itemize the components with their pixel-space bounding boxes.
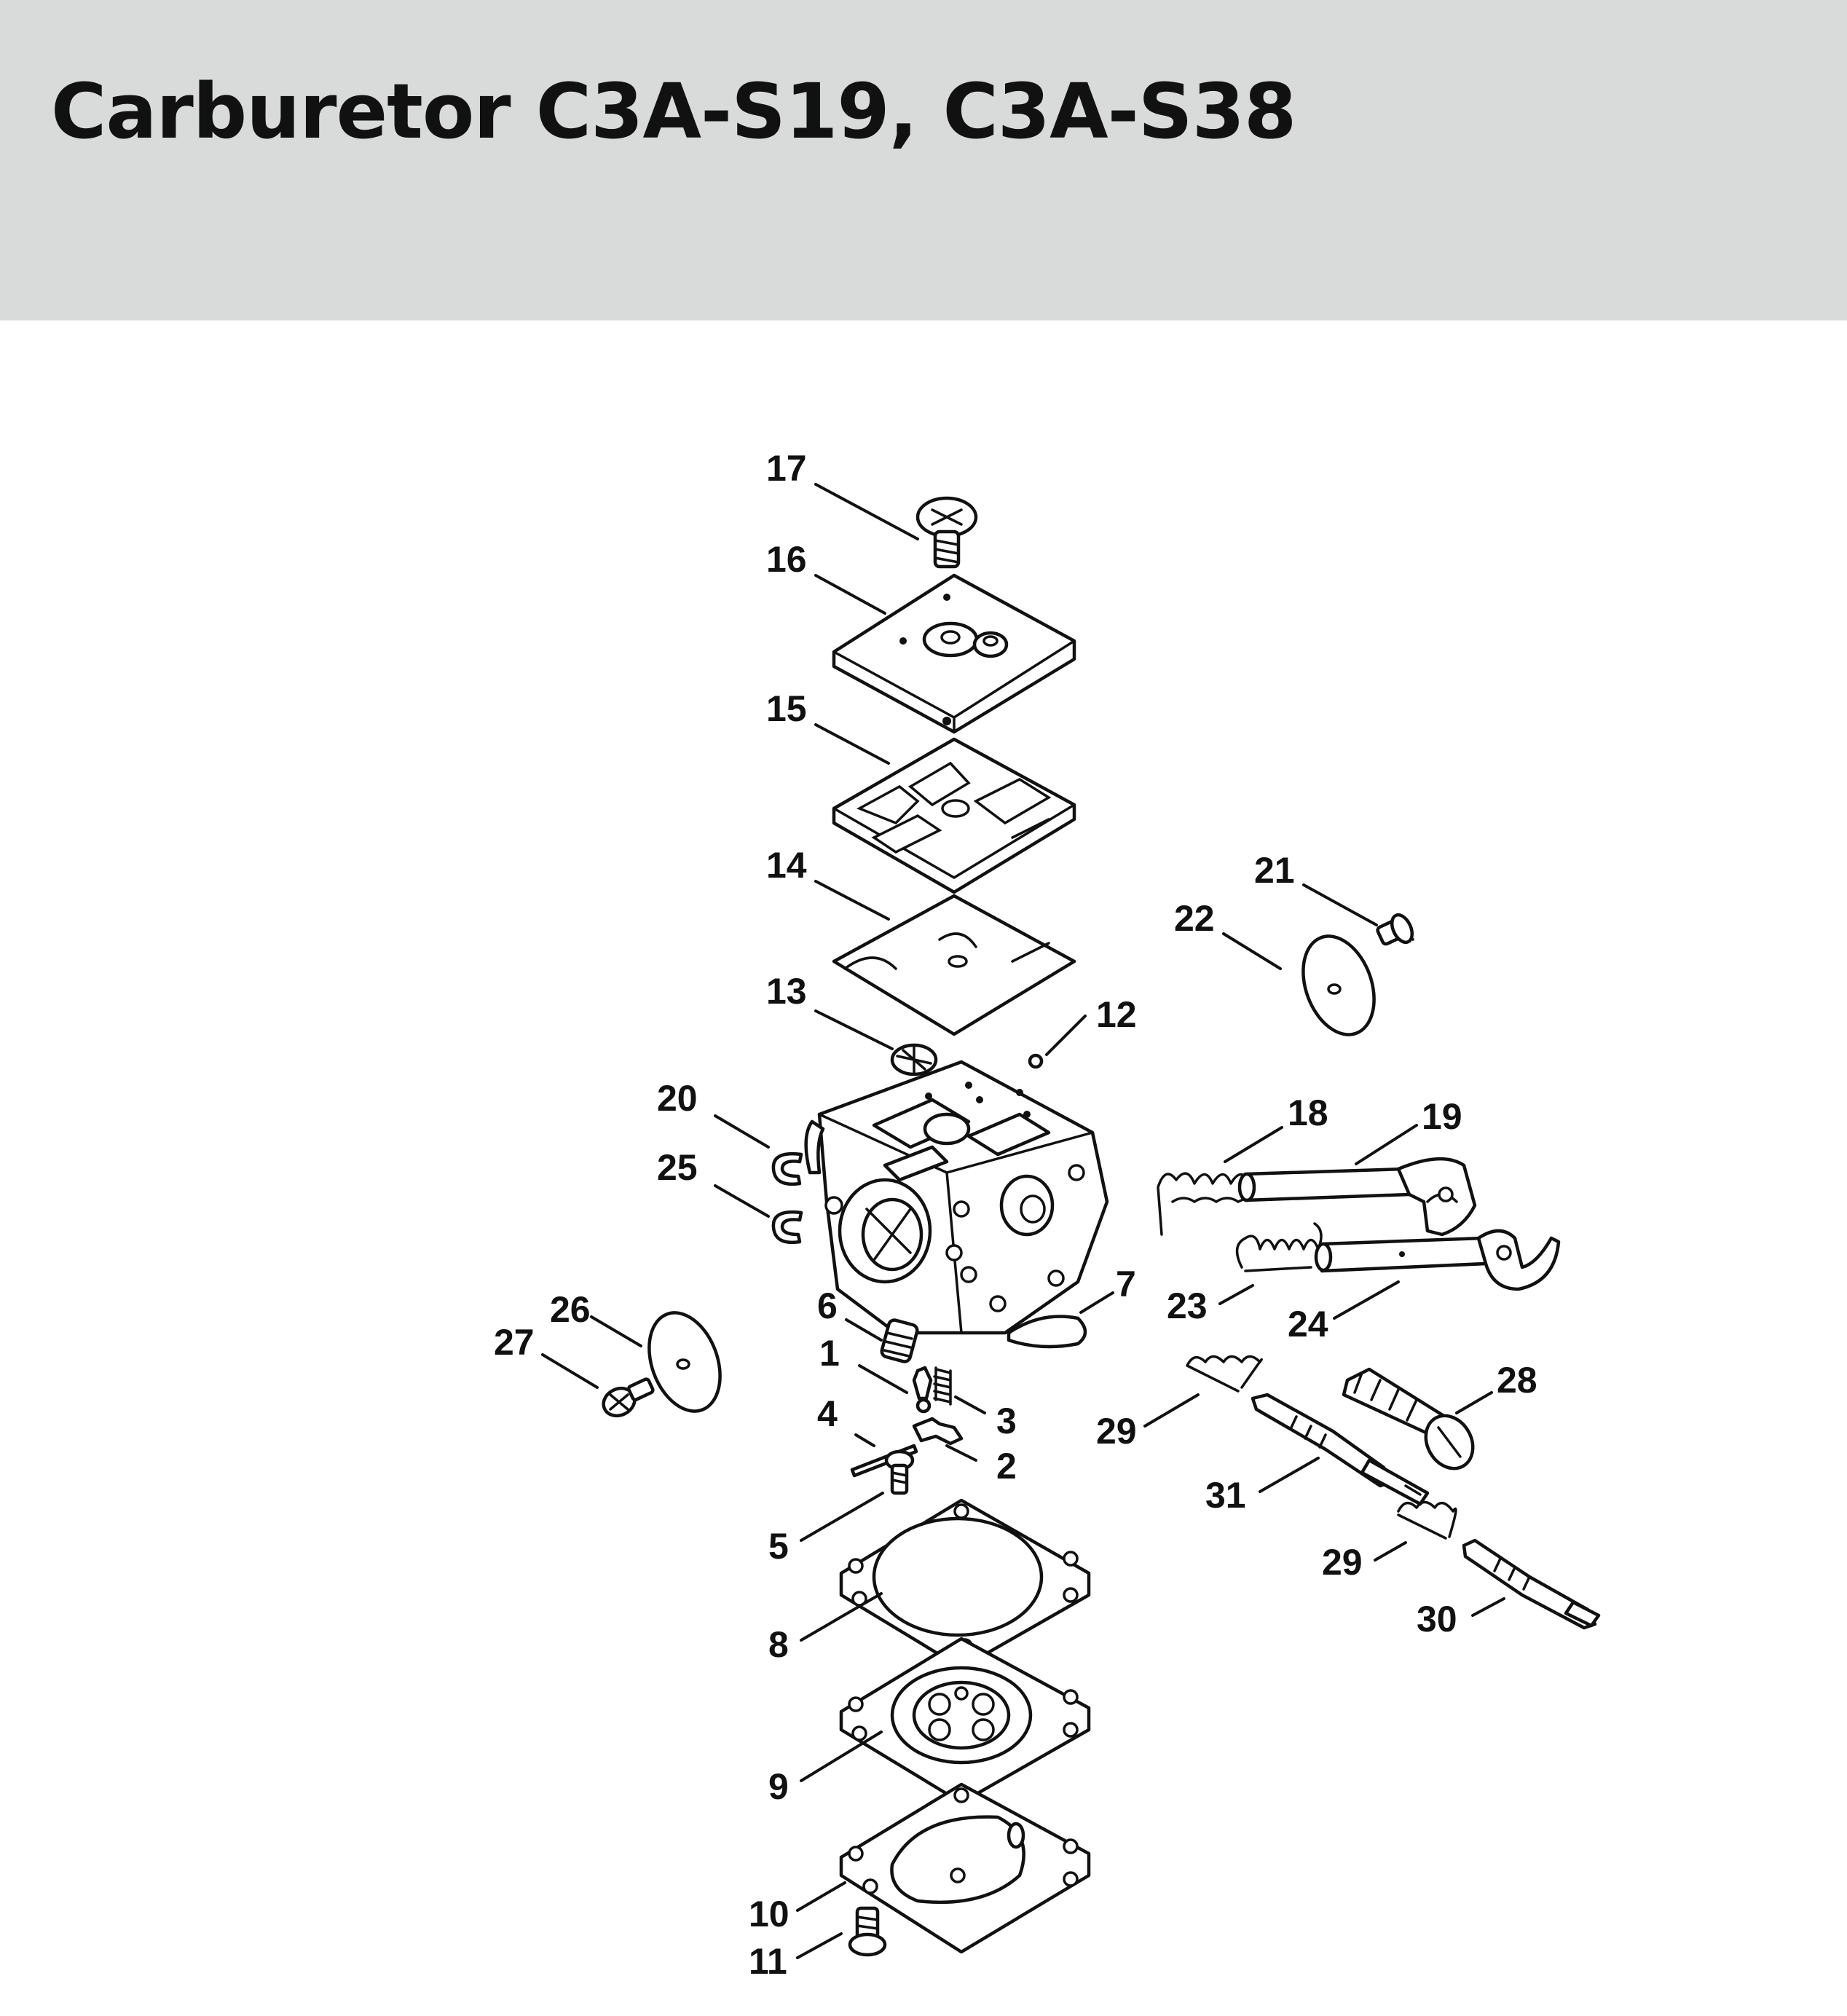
part-26-throttle-plate <box>647 1311 722 1413</box>
callout-25: 25 <box>657 1147 698 1188</box>
callout-1: 1 <box>819 1333 840 1374</box>
callout-24: 24 <box>1288 1304 1328 1344</box>
callout-7: 7 <box>1116 1264 1136 1304</box>
callout-13: 13 <box>766 971 807 1012</box>
part-27-screw <box>602 1377 655 1418</box>
part-8-gasket <box>839 1498 1091 1670</box>
callout-27: 27 <box>494 1322 535 1363</box>
part-19-choke-shaft <box>1237 1157 1477 1237</box>
callout-numbers: 17 16 15 14 13 12 21 22 20 25 18 19 23 2… <box>494 448 1537 1982</box>
part-23-torsion-spring <box>1235 1222 1323 1272</box>
part-5-screw <box>884 1449 915 1495</box>
carburetor-body <box>804 1060 1109 1335</box>
callout-23: 23 <box>1167 1285 1208 1326</box>
part-6-plug <box>880 1318 919 1363</box>
part-22-choke-plate <box>1301 934 1376 1036</box>
callout-26: 26 <box>550 1289 591 1330</box>
part-30-adjusting-needle <box>1462 1538 1601 1630</box>
callout-9: 9 <box>768 1766 789 1807</box>
callout-2: 2 <box>996 1446 1017 1487</box>
part-28-adjusting-screw <box>1342 1367 1475 1470</box>
callout-4: 4 <box>817 1393 838 1434</box>
callout-15: 15 <box>766 688 807 729</box>
part-3-spring <box>933 1366 952 1406</box>
callout-28: 28 <box>1497 1360 1537 1401</box>
part-31-adjusting-needle <box>1251 1393 1430 1506</box>
part-13-filter-screen <box>890 1043 938 1076</box>
part-1-inlet-needle <box>912 1366 933 1414</box>
part-7-lever <box>1007 1315 1087 1349</box>
callout-19: 19 <box>1422 1096 1462 1137</box>
part-11-screw <box>848 1906 887 1957</box>
title-banner: Carburetor C3A-S19, C3A-S38 <box>0 0 1847 320</box>
callout-3: 3 <box>996 1401 1017 1441</box>
callout-29-lower: 29 <box>1322 1542 1363 1583</box>
callout-31: 31 <box>1205 1475 1246 1516</box>
leader-lines <box>541 483 1505 1959</box>
part-14-gasket <box>832 894 1076 1036</box>
part-16-pump-cover <box>832 573 1076 734</box>
callout-18: 18 <box>1288 1092 1328 1133</box>
callout-8: 8 <box>768 1624 789 1665</box>
callout-6: 6 <box>817 1285 838 1326</box>
part-29-spring-lower <box>1397 1500 1457 1540</box>
part-12-check-ball <box>1028 1053 1044 1069</box>
callout-29: 29 <box>1096 1411 1137 1452</box>
part-2-metering-lever <box>912 1417 964 1446</box>
callout-22: 22 <box>1174 898 1215 939</box>
callout-11: 11 <box>749 1941 787 1982</box>
page-title: Carburetor C3A-S19, C3A-S38 <box>51 67 1296 156</box>
part-18-torsion-spring <box>1157 1172 1253 1236</box>
part-21-screw <box>1376 913 1414 946</box>
callout-10: 10 <box>749 1894 789 1934</box>
callout-12: 12 <box>1096 994 1137 1035</box>
part-20-e-clip <box>771 1151 803 1186</box>
callout-14: 14 <box>766 845 807 886</box>
part-29-spring <box>1186 1355 1263 1393</box>
callout-20: 20 <box>657 1078 698 1119</box>
part-10-metering-cover <box>839 1782 1091 1954</box>
callout-30: 30 <box>1417 1599 1457 1639</box>
callout-21: 21 <box>1254 850 1295 891</box>
part-15-gasket <box>832 737 1076 894</box>
part-9-diaphragm <box>839 1637 1091 1805</box>
part-25-e-clip <box>771 1210 803 1245</box>
part-17-screw <box>915 496 978 569</box>
part-24-throttle-shaft <box>1314 1229 1561 1291</box>
callout-5: 5 <box>768 1526 789 1567</box>
callout-16: 16 <box>766 539 807 580</box>
callout-17: 17 <box>766 448 807 489</box>
